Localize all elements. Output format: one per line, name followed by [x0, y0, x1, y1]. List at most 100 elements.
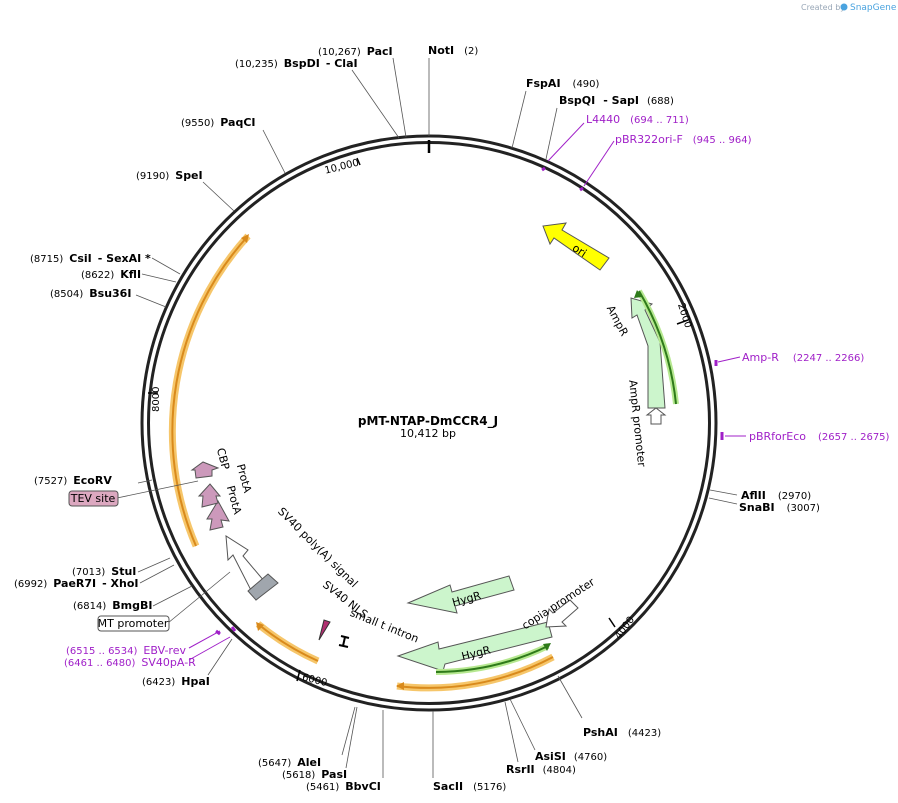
site-bsu36i: (8504)Bsu36I — [50, 287, 131, 300]
primer-mark-sv40pa-r — [230, 626, 237, 632]
plasmid-name: pMT-NTAP-DmCCR4_J — [358, 414, 498, 429]
orf-outer-bottom-arrowhead — [396, 682, 404, 690]
credit-prefix: Created by — [801, 3, 845, 12]
tick-4000 — [608, 617, 616, 628]
leader-fspai — [511, 90, 527, 149]
leader-amp-r — [717, 356, 741, 363]
site-bspqi: BspQI- SapI(688) — [559, 94, 674, 107]
leader-paci — [392, 57, 407, 138]
site-pasi: (5618)PasI — [282, 768, 347, 781]
primer-ebv-rev: (6515 .. 6534)EBV-rev — [66, 644, 186, 657]
leader-asisi — [509, 698, 536, 751]
primer-leaders — [188, 122, 746, 661]
tick-label-4000: 4000 — [613, 615, 637, 642]
prota-feature-2 — [206, 500, 230, 531]
primer-sv40pa-r: (6461 .. 6480)SV40pA-R — [64, 656, 196, 669]
orf-left-arrowhead — [241, 234, 249, 243]
plasmid-length: 10,412 bp — [400, 427, 456, 440]
primer-markers — [215, 166, 724, 636]
site-fspai: FspAI(490) — [526, 77, 600, 90]
hygr-feature-2 — [396, 621, 553, 672]
site-snabi: SnaBI(3007) — [739, 501, 820, 514]
primer-pbr322ori-f: pBR322ori-F(945 .. 964) — [615, 133, 752, 146]
primer-pbrforeco: pBRforEco(2657 .. 2675) — [749, 430, 890, 443]
tick-2000 — [676, 319, 689, 325]
leader-csii — [151, 257, 181, 275]
sv40-nls-label: SV40 NLS — [320, 578, 370, 621]
tev-site-box — [68, 490, 119, 507]
leader-l4440 — [547, 122, 585, 162]
orf-sv40-arrowhead — [256, 622, 264, 631]
leader-rsrii — [504, 701, 519, 763]
site-bmgbi: (6814)BmgBI — [73, 599, 152, 612]
tick-10000 — [356, 157, 361, 166]
mt-promoter-box — [97, 615, 170, 632]
ampr-orf — [638, 290, 677, 405]
primer-amp-r: Amp-R(2247 .. 2266) — [742, 351, 864, 364]
site-alei: (5647)AleI — [258, 756, 321, 769]
tev-site-leader — [116, 480, 199, 499]
site-ecorv: (7527)EcoRV — [34, 474, 112, 487]
site-rsrii: RsrII(4804) — [506, 763, 576, 776]
mt-promoter-label: MT promoter — [98, 617, 169, 630]
mt-promoter-leader — [167, 571, 231, 624]
leader-hpai — [207, 638, 233, 676]
leader-alei — [341, 706, 356, 756]
primer-mark-pbr322ori-f — [579, 186, 584, 192]
primer-l4440: L4440(694 .. 711) — [586, 113, 689, 126]
leader-kfli — [141, 273, 177, 283]
site-paqci: (9550)PaqCI — [181, 116, 256, 129]
site-hpai: (6423)HpaI — [142, 675, 210, 688]
site-spei: (9190)SpeI — [136, 169, 203, 182]
hygr-orf-arrowhead — [543, 643, 551, 651]
snapgene-logo-icon — [840, 3, 848, 11]
site-noti: NotI(2) — [428, 44, 478, 57]
site-csii: (8715)CsiI- SexAI * — [30, 252, 151, 265]
primer-mark-ebv-rev — [215, 629, 221, 636]
leader-pshai — [557, 675, 583, 719]
site-pshai: PshAI(4423) — [583, 726, 661, 739]
sv40-nls-feature — [318, 619, 331, 641]
tick-6000 — [296, 669, 301, 682]
leader-ebv-rev — [188, 630, 221, 649]
leader-aflii — [709, 489, 738, 496]
cbp-label: CBP — [214, 447, 232, 472]
ampr-label: AmpR — [604, 303, 631, 338]
site-kfli: (8622)KflI — [81, 268, 141, 281]
leader-sv40pa-r — [188, 636, 231, 661]
site-bspdi: (10,235)BspDI- ClaI — [235, 57, 358, 70]
leader-bmgbi — [152, 585, 193, 607]
site-sacii: SacII(5176) — [433, 780, 506, 793]
cbp-feature — [190, 461, 220, 479]
leader-bspdi — [351, 69, 400, 139]
leader-paqci — [262, 129, 286, 174]
site-asisi: AsiSI(4760) — [535, 750, 607, 763]
site-paer7i: (6992)PaeR7I- XhoI — [14, 577, 139, 590]
leader-bsu36i — [135, 294, 167, 308]
primer-mark-l4440 — [541, 166, 546, 172]
hygr-orf — [435, 645, 549, 673]
leader-bspqi — [545, 107, 558, 160]
leader-paer7i — [139, 564, 175, 584]
orf-left — [171, 235, 249, 547]
tev-site-label: TEV site — [70, 492, 116, 505]
leader-snabi — [708, 497, 738, 505]
hygr-feature-1 — [406, 575, 515, 614]
ampr-orf-arrowhead — [634, 290, 642, 298]
site-paci: (10,267)PacI — [318, 45, 393, 58]
leader-spei — [202, 181, 235, 212]
terminator-block — [247, 573, 279, 601]
ampr-promoter-label: AmpR promoter — [626, 379, 648, 468]
tick-label-8000: 8000 — [151, 387, 162, 412]
site-stui: (7013)StuI — [72, 565, 136, 578]
ori-feature — [542, 222, 610, 271]
site-leaders — [135, 57, 738, 778]
leader-stui — [137, 557, 171, 573]
leader-pbr322ori-f — [583, 140, 615, 187]
site-aflii: AflII(2970) — [741, 489, 811, 502]
credit-brand: SnapGene — [850, 3, 897, 13]
site-bbvci: (5461)BbvCI — [306, 780, 381, 793]
ampr-promoter-feature — [645, 407, 667, 425]
